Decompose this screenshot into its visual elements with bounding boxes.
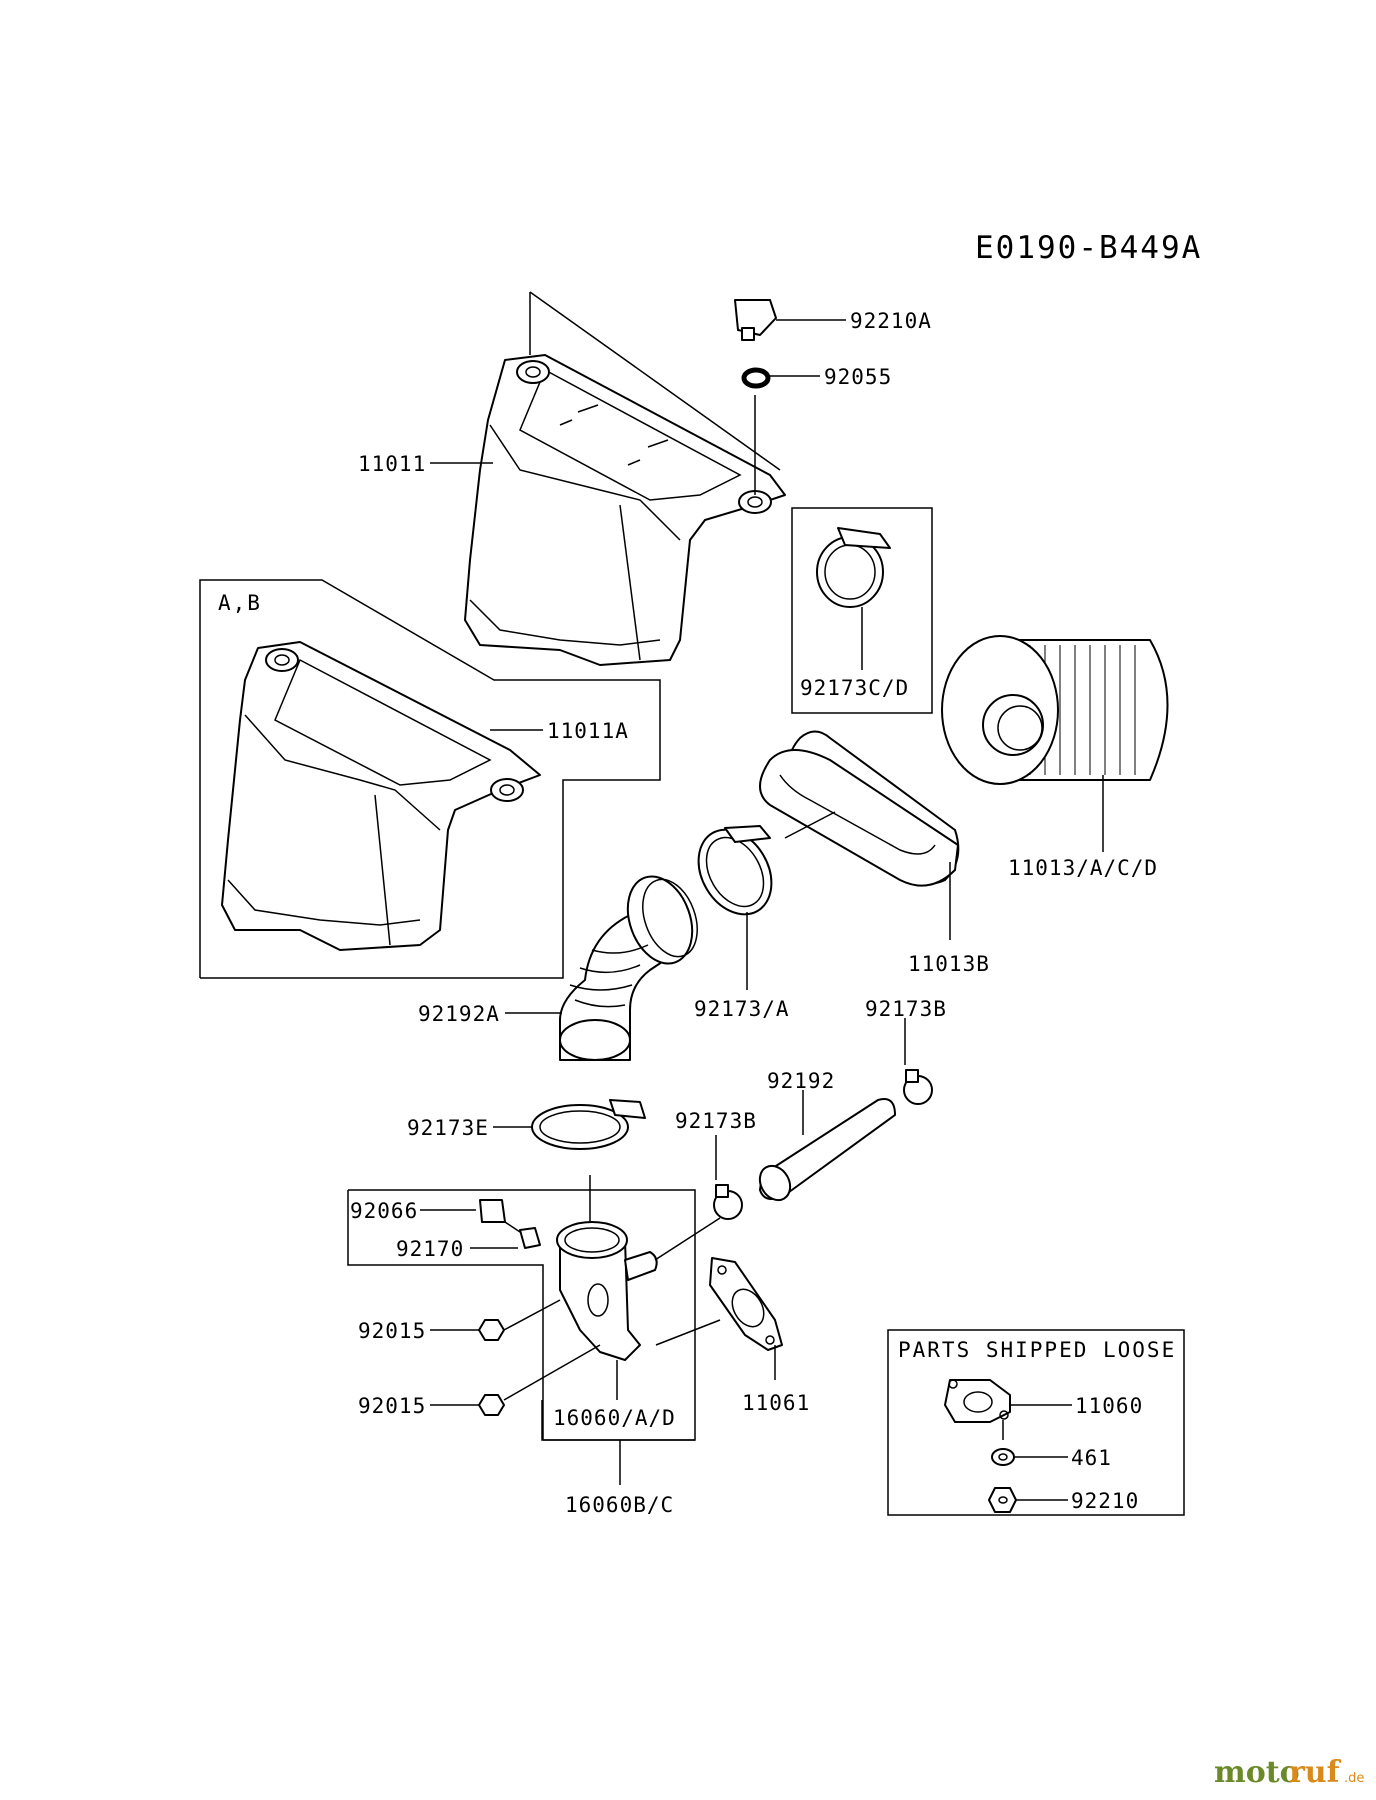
air-cleaner-cover-11011 <box>464 291 786 666</box>
callout-11013ACD: 11013/A/C/D <box>1008 856 1158 880</box>
small-clamp-92173B-top: 92173B <box>865 997 947 1105</box>
svg-text:moto: moto <box>1214 1755 1300 1790</box>
callout-11013B: 11013B <box>908 952 990 976</box>
callout-92210: 92210 <box>1071 1489 1139 1513</box>
callout-16060BC: 16060B/C <box>565 1493 674 1517</box>
hose-92192: 92192 <box>758 1069 896 1202</box>
loose-parts-title: PARTS SHIPPED LOOSE <box>898 1338 1176 1362</box>
gasket-11061: 11061 <box>655 1257 810 1415</box>
clamp-box-92173CD: 92173C/D <box>791 507 933 714</box>
callout-11011: 11011 <box>358 452 426 476</box>
callout-92173B-top: 92173B <box>865 997 947 1021</box>
watermark-logo: moto ruf .de <box>1214 1755 1364 1790</box>
diagram-code: E0190-B449A <box>975 230 1202 266</box>
svg-text:.de: .de <box>1344 1771 1364 1786</box>
callout-16060AD: 16060/A/D <box>553 1406 676 1430</box>
variant-box-AB: A,B 11011A <box>199 579 661 979</box>
svg-text:ruf: ruf <box>1289 1755 1342 1790</box>
parts-shipped-loose-box: PARTS SHIPPED LOOSE 11060 461 92210 <box>887 1329 1185 1516</box>
small-clamp-92173B-mid: 92173B <box>675 1109 757 1220</box>
variant-box-label: A,B <box>218 591 262 615</box>
o-ring-92055: 92055 <box>741 365 892 389</box>
callout-92210A: 92210A <box>850 309 932 333</box>
hose-clamp-92173E: 92173E <box>407 1099 646 1150</box>
callout-92015-upper: 92015 <box>358 1319 426 1343</box>
hose-clamp-92173A: 92173/A <box>694 825 790 1021</box>
callout-92173A: 92173/A <box>694 997 790 1021</box>
callout-11011A: 11011A <box>547 719 629 743</box>
pre-cleaner-11013B: 11013B <box>759 730 990 976</box>
callout-11060: 11060 <box>1075 1394 1143 1418</box>
callout-92170: 92170 <box>396 1237 464 1261</box>
filter-element-11013ACD: 11013/A/C/D <box>941 635 1169 880</box>
callout-92173B-mid: 92173B <box>675 1109 757 1133</box>
callout-11061: 11061 <box>742 1391 810 1415</box>
intake-pipe-assembly: 92066 92170 92015 92015 16060/A/D 16060B… <box>347 1175 721 1517</box>
callout-92055: 92055 <box>824 365 892 389</box>
callout-92173CD: 92173C/D <box>800 676 909 700</box>
knob-92210A: 92210A <box>734 299 932 341</box>
callout-92015-lower: 92015 <box>358 1394 426 1418</box>
callout-92173E: 92173E <box>407 1116 489 1140</box>
callout-92192A: 92192A <box>418 1002 500 1026</box>
elbow-hose-92192A: 92192A <box>418 875 698 1061</box>
callout-461: 461 <box>1071 1446 1112 1470</box>
callout-92066: 92066 <box>350 1199 418 1223</box>
callout-92192: 92192 <box>767 1069 835 1093</box>
